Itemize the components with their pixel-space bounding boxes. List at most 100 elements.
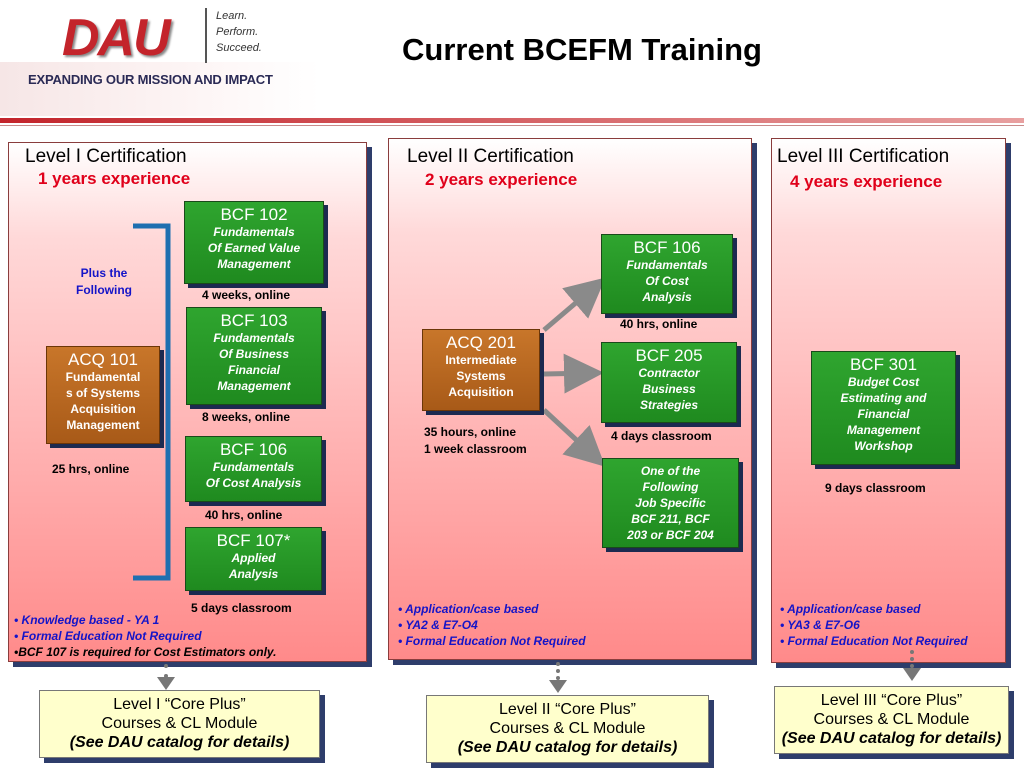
- job-specific-box: One of the Following Job Specific BCF 21…: [602, 458, 739, 548]
- job-specific-line-5: 203 or BCF 204: [627, 528, 714, 542]
- bcf103-desc-2: Of Business: [218, 347, 290, 361]
- bcf106-l1-note: 40 hrs, online: [205, 508, 283, 522]
- bcf106-l1-desc-1: Fundamentals: [212, 460, 295, 474]
- bcf103-desc-1: Fundamentals: [213, 331, 295, 345]
- bcf301-desc-5: Workshop: [854, 439, 913, 453]
- mission-text: EXPANDING OUR MISSION AND IMPACT: [28, 72, 273, 87]
- bcf102-box: BCF 102 Fundamentals Of Earned Value Man…: [184, 201, 324, 284]
- level1-title: Level I Certification: [25, 146, 187, 167]
- level1-experience: 1 years experience: [38, 169, 191, 188]
- bcf102-desc-1: Fundamentals: [213, 225, 295, 239]
- bcf205-desc-3: Strategies: [639, 398, 699, 412]
- level3-core-line-3: (See DAU catalog for details): [781, 730, 1002, 747]
- level1-bullets: • Knowledge based - YA 1 • Formal Educat…: [14, 612, 276, 660]
- bcf107-desc-1: Applied: [231, 551, 276, 565]
- bcf107-note: 5 days classroom: [191, 601, 292, 615]
- job-specific-line-3: Job Specific: [635, 496, 706, 510]
- header-banner: [0, 62, 320, 116]
- bcf103-desc-4: Management: [217, 379, 291, 393]
- level2-experience: 2 years experience: [425, 170, 578, 189]
- level2-core-line-1: Level II “Core Plus”: [499, 701, 636, 718]
- level2-arrows: [542, 278, 606, 467]
- acq101-desc-1: Fundamental: [65, 370, 141, 384]
- acq101-desc-4: Management: [66, 418, 140, 432]
- level1-arrow-head: [157, 677, 175, 690]
- tagline-succeed: Succeed.: [216, 42, 262, 54]
- bcf102-note: 4 weeks, online: [202, 288, 291, 302]
- acq201-desc-3: Acquisition: [448, 385, 514, 399]
- job-specific-line-1: One of the: [640, 464, 701, 478]
- level3-title: Level III Certification: [777, 146, 950, 167]
- bcf301-desc-1: Budget Cost: [847, 375, 920, 389]
- bcf301-desc-2: Estimating and: [840, 391, 927, 405]
- acq201-note-1: 35 hours, online: [424, 425, 517, 439]
- level3-connector: [910, 650, 914, 668]
- bcf301-desc-3: Financial: [857, 407, 910, 421]
- bcf301-desc-4: Management: [846, 423, 921, 437]
- job-specific-line-4: BCF 211, BCF: [631, 512, 710, 526]
- acq201-note: 35 hours, online 1 week classroom: [424, 424, 527, 458]
- bcf106-l2-desc-1: Fundamentals: [626, 258, 708, 272]
- tagline-perform: Perform.: [216, 26, 259, 38]
- level1-core-plus: Level I “Core Plus” Courses & CL Module …: [39, 690, 320, 758]
- level3-arrow-head: [903, 668, 921, 681]
- acq101-note: 25 hrs, online: [52, 462, 130, 476]
- plus-line-2: Following: [76, 283, 132, 297]
- plus-line-1: Plus the: [80, 266, 128, 280]
- level1-core-line-3: (See DAU catalog for details): [69, 734, 290, 751]
- level1-bullet-2: • Formal Education Not Required: [14, 629, 202, 643]
- acq201-desc-2: Systems: [456, 369, 506, 383]
- level2-bullet-2: • YA2 & E7-O4: [398, 618, 478, 632]
- page-title: Current BCEFM Training: [402, 32, 762, 67]
- logo-tagline: Learn. Perform. Succeed.: [216, 8, 296, 56]
- bcf102-code: BCF 102: [220, 205, 288, 224]
- bcf205-desc-1: Contractor: [638, 366, 700, 380]
- job-specific-line-2: Following: [642, 480, 699, 494]
- bcf106-l2-note: 40 hrs, online: [620, 317, 698, 331]
- level2-bullet-3: • Formal Education Not Required: [398, 634, 586, 648]
- bcf205-code: BCF 205: [635, 346, 703, 365]
- bcf103-code: BCF 103: [220, 311, 288, 330]
- bcf205-note: 4 days classroom: [611, 429, 712, 443]
- bcf106-l2-desc-2: Of Cost: [645, 274, 689, 288]
- bcf107-code: BCF 107*: [216, 531, 291, 550]
- bcf301-note: 9 days classroom: [825, 481, 926, 495]
- bcf102-desc-3: Management: [217, 257, 291, 271]
- bcf106-l1-desc-2: Of Cost Analysis: [205, 476, 302, 490]
- bcf103-box: BCF 103 Fundamentals Of Business Financi…: [186, 307, 322, 405]
- level1-bullet-1: • Knowledge based - YA 1: [14, 613, 160, 627]
- bcf106-l1-code: BCF 106: [219, 440, 288, 459]
- level3-core-line-1: Level III “Core Plus”: [820, 692, 963, 709]
- course-bracket: [133, 223, 171, 581]
- header-rule: [0, 118, 1024, 123]
- acq201-desc-1: Intermediate: [445, 353, 517, 367]
- header-rule-thin: [0, 125, 1024, 126]
- logo-divider: [205, 8, 207, 63]
- bcf103-desc-3: Financial: [227, 363, 280, 377]
- acq201-box: ACQ 201 Intermediate Systems Acquisition: [422, 329, 540, 411]
- level2-core-plus: Level II “Core Plus” Courses & CL Module…: [426, 695, 709, 763]
- acq201-note-2: 1 week classroom: [424, 442, 527, 456]
- level1-bullet-3: •BCF 107 is required for Cost Estimators…: [14, 645, 277, 659]
- level1-connector: [164, 664, 168, 678]
- bcf106-l2-box: BCF 106 Fundamentals Of Cost Analysis: [601, 234, 733, 314]
- bcf106-l2-code: BCF 106: [633, 238, 701, 257]
- bcf103-note: 8 weeks, online: [202, 410, 291, 424]
- tagline-learn: Learn.: [216, 10, 248, 22]
- level1-core-line-1: Level I “Core Plus”: [113, 696, 246, 713]
- acq101-code: ACQ 101: [68, 350, 138, 369]
- level3-core-line-2: Courses & CL Module: [813, 711, 970, 728]
- bcf102-desc-2: Of Earned Value: [207, 241, 301, 255]
- bcf106-l1-box: BCF 106 Fundamentals Of Cost Analysis: [185, 436, 322, 502]
- level2-connector: [556, 662, 560, 680]
- level2-core-line-3: (See DAU catalog for details): [457, 739, 678, 756]
- level3-bullet-1: • Application/case based: [780, 602, 921, 616]
- level3-bullet-3: • Formal Education Not Required: [780, 634, 968, 648]
- level2-bullets: • Application/case based • YA2 & E7-O4 •…: [398, 601, 586, 649]
- bcf107-box: BCF 107* Applied Analysis: [185, 527, 322, 591]
- level2-core-line-2: Courses & CL Module: [489, 720, 646, 737]
- plus-the-following: Plus the Following: [62, 265, 146, 299]
- level2-arrow-head: [549, 680, 567, 693]
- acq101-desc-2: s of Systems: [65, 386, 141, 400]
- bcf205-box: BCF 205 Contractor Business Strategies: [601, 342, 737, 423]
